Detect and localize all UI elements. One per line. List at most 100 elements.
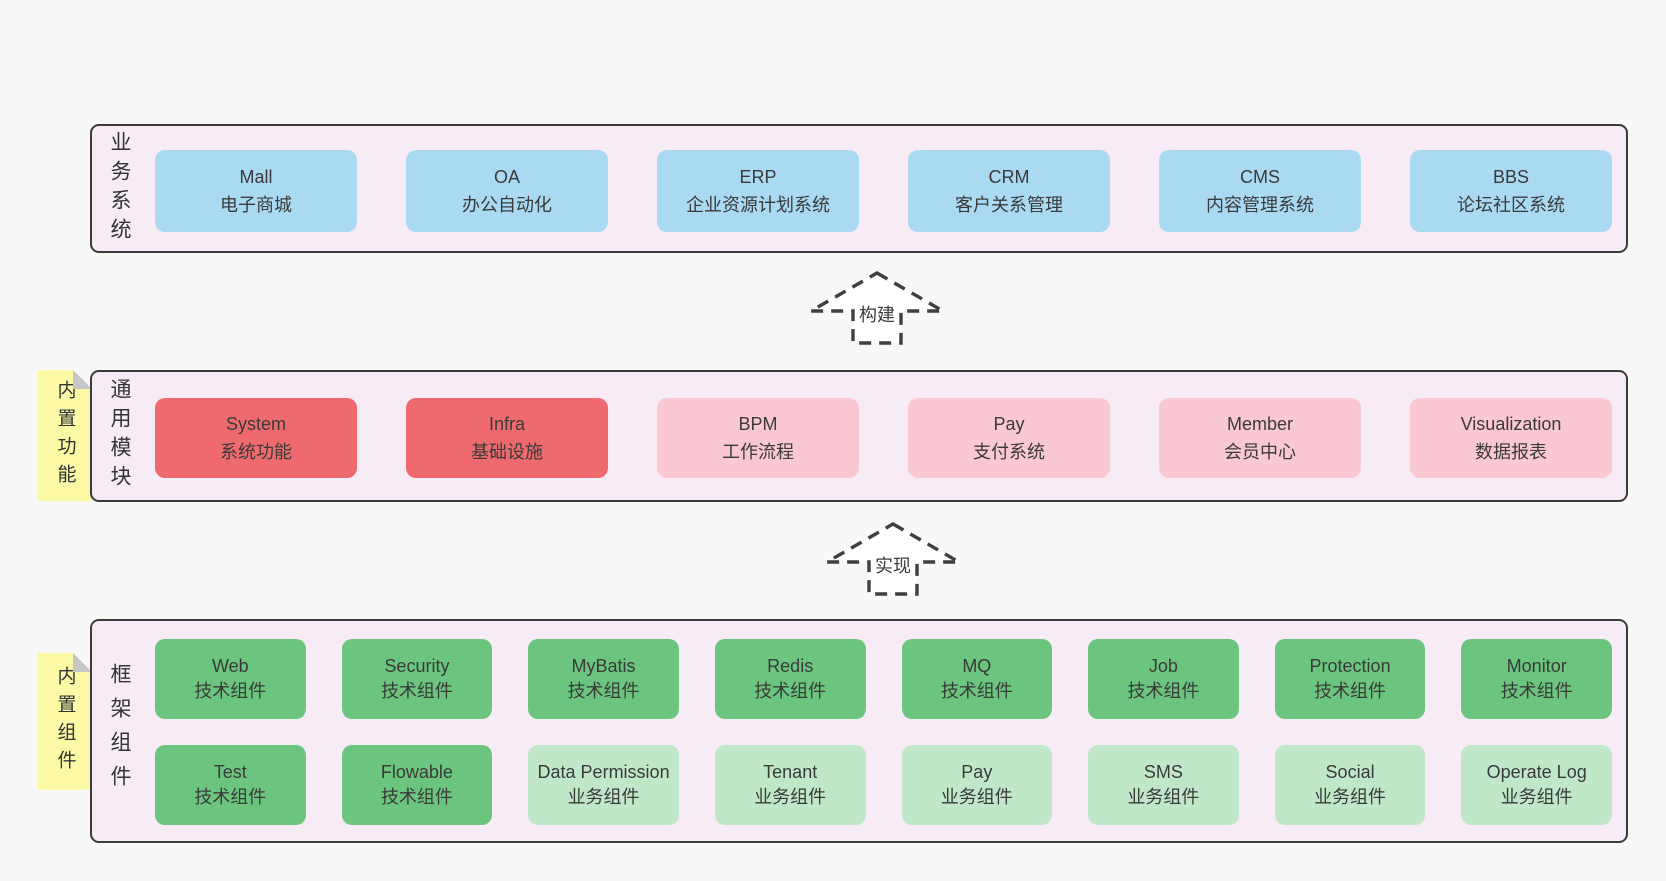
- box-cms: CMS 内容管理系统: [1159, 150, 1361, 232]
- box-title: Infra: [488, 414, 526, 434]
- box-subtitle: 基础设施: [471, 442, 543, 462]
- box-title: Mall: [239, 167, 273, 187]
- box-subtitle: 会员中心: [1224, 442, 1296, 462]
- box-subtitle: 技术组件: [940, 681, 1013, 701]
- implement-arrow: 实现: [813, 521, 973, 597]
- box-title: OA: [493, 167, 520, 187]
- box-subtitle: 技术组件: [194, 681, 267, 701]
- business-systems-row: Mall 电子商城 OA 办公自动化 ERP 企业资源计划系统 CRM 客户关系…: [155, 150, 1612, 232]
- box-visualization: Visualization 数据报表: [1410, 398, 1612, 478]
- band-label-common-modules: 通用模块: [108, 378, 131, 494]
- box-system: System 系统功能: [155, 398, 357, 478]
- box-title: CMS: [1240, 167, 1280, 187]
- box-sms: SMS 业务组件: [1088, 745, 1239, 825]
- box-web: Web 技术组件: [155, 639, 306, 719]
- box-title: ERP: [739, 167, 777, 187]
- box-title: Tenant: [763, 762, 818, 782]
- box-subtitle: 技术组件: [380, 681, 453, 701]
- box-subtitle: 企业资源计划系统: [686, 195, 830, 215]
- sticky-note-text: 内置组件: [54, 665, 76, 778]
- common-modules-row: System 系统功能 Infra 基础设施 BPM 工作流程 Pay 支付系统…: [155, 398, 1612, 478]
- box-mq: MQ 技术组件: [901, 639, 1053, 719]
- box-flowable: Flowable 技术组件: [341, 745, 493, 825]
- box-redis: Redis 技术组件: [714, 639, 866, 719]
- box-infra: Infra 基础设施: [406, 398, 608, 478]
- box-bpm: BPM 工作流程: [657, 398, 859, 478]
- box-subtitle: 数据报表: [1475, 442, 1547, 462]
- box-title: Monitor: [1506, 656, 1567, 676]
- sticky-note-built-in-features: 内置功能: [38, 370, 92, 501]
- framework-components-row-2: Test 技术组件 Flowable 技术组件 Data Permission …: [155, 745, 1612, 825]
- build-arrow: 构建: [797, 270, 957, 346]
- box-subtitle: 技术组件: [1127, 681, 1200, 701]
- box-oa: OA 办公自动化: [406, 150, 608, 232]
- box-subtitle: 技术组件: [380, 787, 453, 807]
- box-test: Test 技术组件: [155, 745, 306, 825]
- box-subtitle: 业务组件: [754, 787, 827, 807]
- box-subtitle: 论坛社区系统: [1457, 195, 1565, 215]
- box-operate-log: Operate Log 业务组件: [1461, 745, 1612, 825]
- box-data-permission: Data Permission 业务组件: [528, 745, 679, 825]
- box-pay-biz: Pay 业务组件: [901, 745, 1053, 825]
- box-title: Flowable: [380, 762, 453, 782]
- band-business-systems: 业务系统 Mall 电子商城 OA 办公自动化 ERP 企业资源计划系统 CRM…: [90, 124, 1628, 253]
- box-subtitle: 业务组件: [1500, 787, 1573, 807]
- box-title: Security: [384, 656, 450, 676]
- box-subtitle: 技术组件: [1314, 681, 1387, 701]
- box-erp: ERP 企业资源计划系统: [657, 150, 859, 232]
- box-subtitle: 技术组件: [1500, 681, 1573, 701]
- box-job: Job 技术组件: [1088, 639, 1239, 719]
- band-label-framework-components: 框架组件: [108, 663, 131, 799]
- box-title: SMS: [1143, 762, 1183, 782]
- box-title: Operate Log: [1486, 762, 1587, 782]
- box-title: CRM: [988, 167, 1030, 187]
- box-subtitle: 技术组件: [194, 787, 267, 807]
- box-subtitle: 业务组件: [1314, 787, 1387, 807]
- box-title: System: [225, 414, 286, 434]
- box-subtitle: 业务组件: [940, 787, 1013, 807]
- box-mall: Mall 电子商城: [155, 150, 357, 232]
- box-title: Protection: [1309, 656, 1391, 676]
- box-subtitle: 业务组件: [567, 787, 640, 807]
- box-monitor: Monitor 技术组件: [1461, 639, 1612, 719]
- framework-components-row-1: Web 技术组件 Security 技术组件 MyBatis 技术组件 Redi…: [155, 639, 1612, 719]
- band-common-modules: 通用模块 System 系统功能 Infra 基础设施 BPM 工作流程 Pay…: [90, 370, 1628, 502]
- implement-arrow-label: 实现: [813, 552, 973, 578]
- box-subtitle: 工作流程: [722, 442, 794, 462]
- box-subtitle: 支付系统: [973, 442, 1045, 462]
- sticky-note-text: 内置功能: [54, 379, 76, 492]
- box-subtitle: 技术组件: [567, 681, 640, 701]
- box-subtitle: 业务组件: [1127, 787, 1200, 807]
- box-title: Pay: [961, 762, 993, 782]
- box-subtitle: 内容管理系统: [1206, 195, 1314, 215]
- box-title: Visualization: [1460, 414, 1562, 434]
- box-crm: CRM 客户关系管理: [908, 150, 1110, 232]
- box-subtitle: 技术组件: [754, 681, 827, 701]
- box-security: Security 技术组件: [341, 639, 493, 719]
- box-title: Social: [1325, 762, 1375, 782]
- box-tenant: Tenant 业务组件: [714, 745, 866, 825]
- box-title: MQ: [962, 656, 992, 676]
- box-title: BBS: [1492, 167, 1530, 187]
- build-arrow-label: 构建: [797, 301, 957, 327]
- box-title: Redis: [767, 656, 814, 676]
- box-social: Social 业务组件: [1274, 745, 1426, 825]
- box-subtitle: 电子商城: [220, 195, 292, 215]
- box-member: Member 会员中心: [1159, 398, 1361, 478]
- box-title: Job: [1148, 656, 1178, 676]
- box-title: Web: [211, 656, 249, 676]
- box-title: Data Permission: [537, 762, 670, 782]
- box-title: MyBatis: [571, 656, 636, 676]
- box-subtitle: 客户关系管理: [955, 195, 1063, 215]
- box-title: BPM: [738, 414, 778, 434]
- box-mybatis: MyBatis 技术组件: [528, 639, 679, 719]
- box-pay: Pay 支付系统: [908, 398, 1110, 478]
- box-title: Member: [1226, 414, 1293, 434]
- band-label-business-systems: 业务系统: [108, 130, 131, 247]
- box-subtitle: 系统功能: [220, 442, 292, 462]
- box-title: Pay: [993, 414, 1025, 434]
- box-bbs: BBS 论坛社区系统: [1410, 150, 1612, 232]
- box-protection: Protection 技术组件: [1274, 639, 1426, 719]
- sticky-note-built-in-components: 内置组件: [38, 653, 92, 790]
